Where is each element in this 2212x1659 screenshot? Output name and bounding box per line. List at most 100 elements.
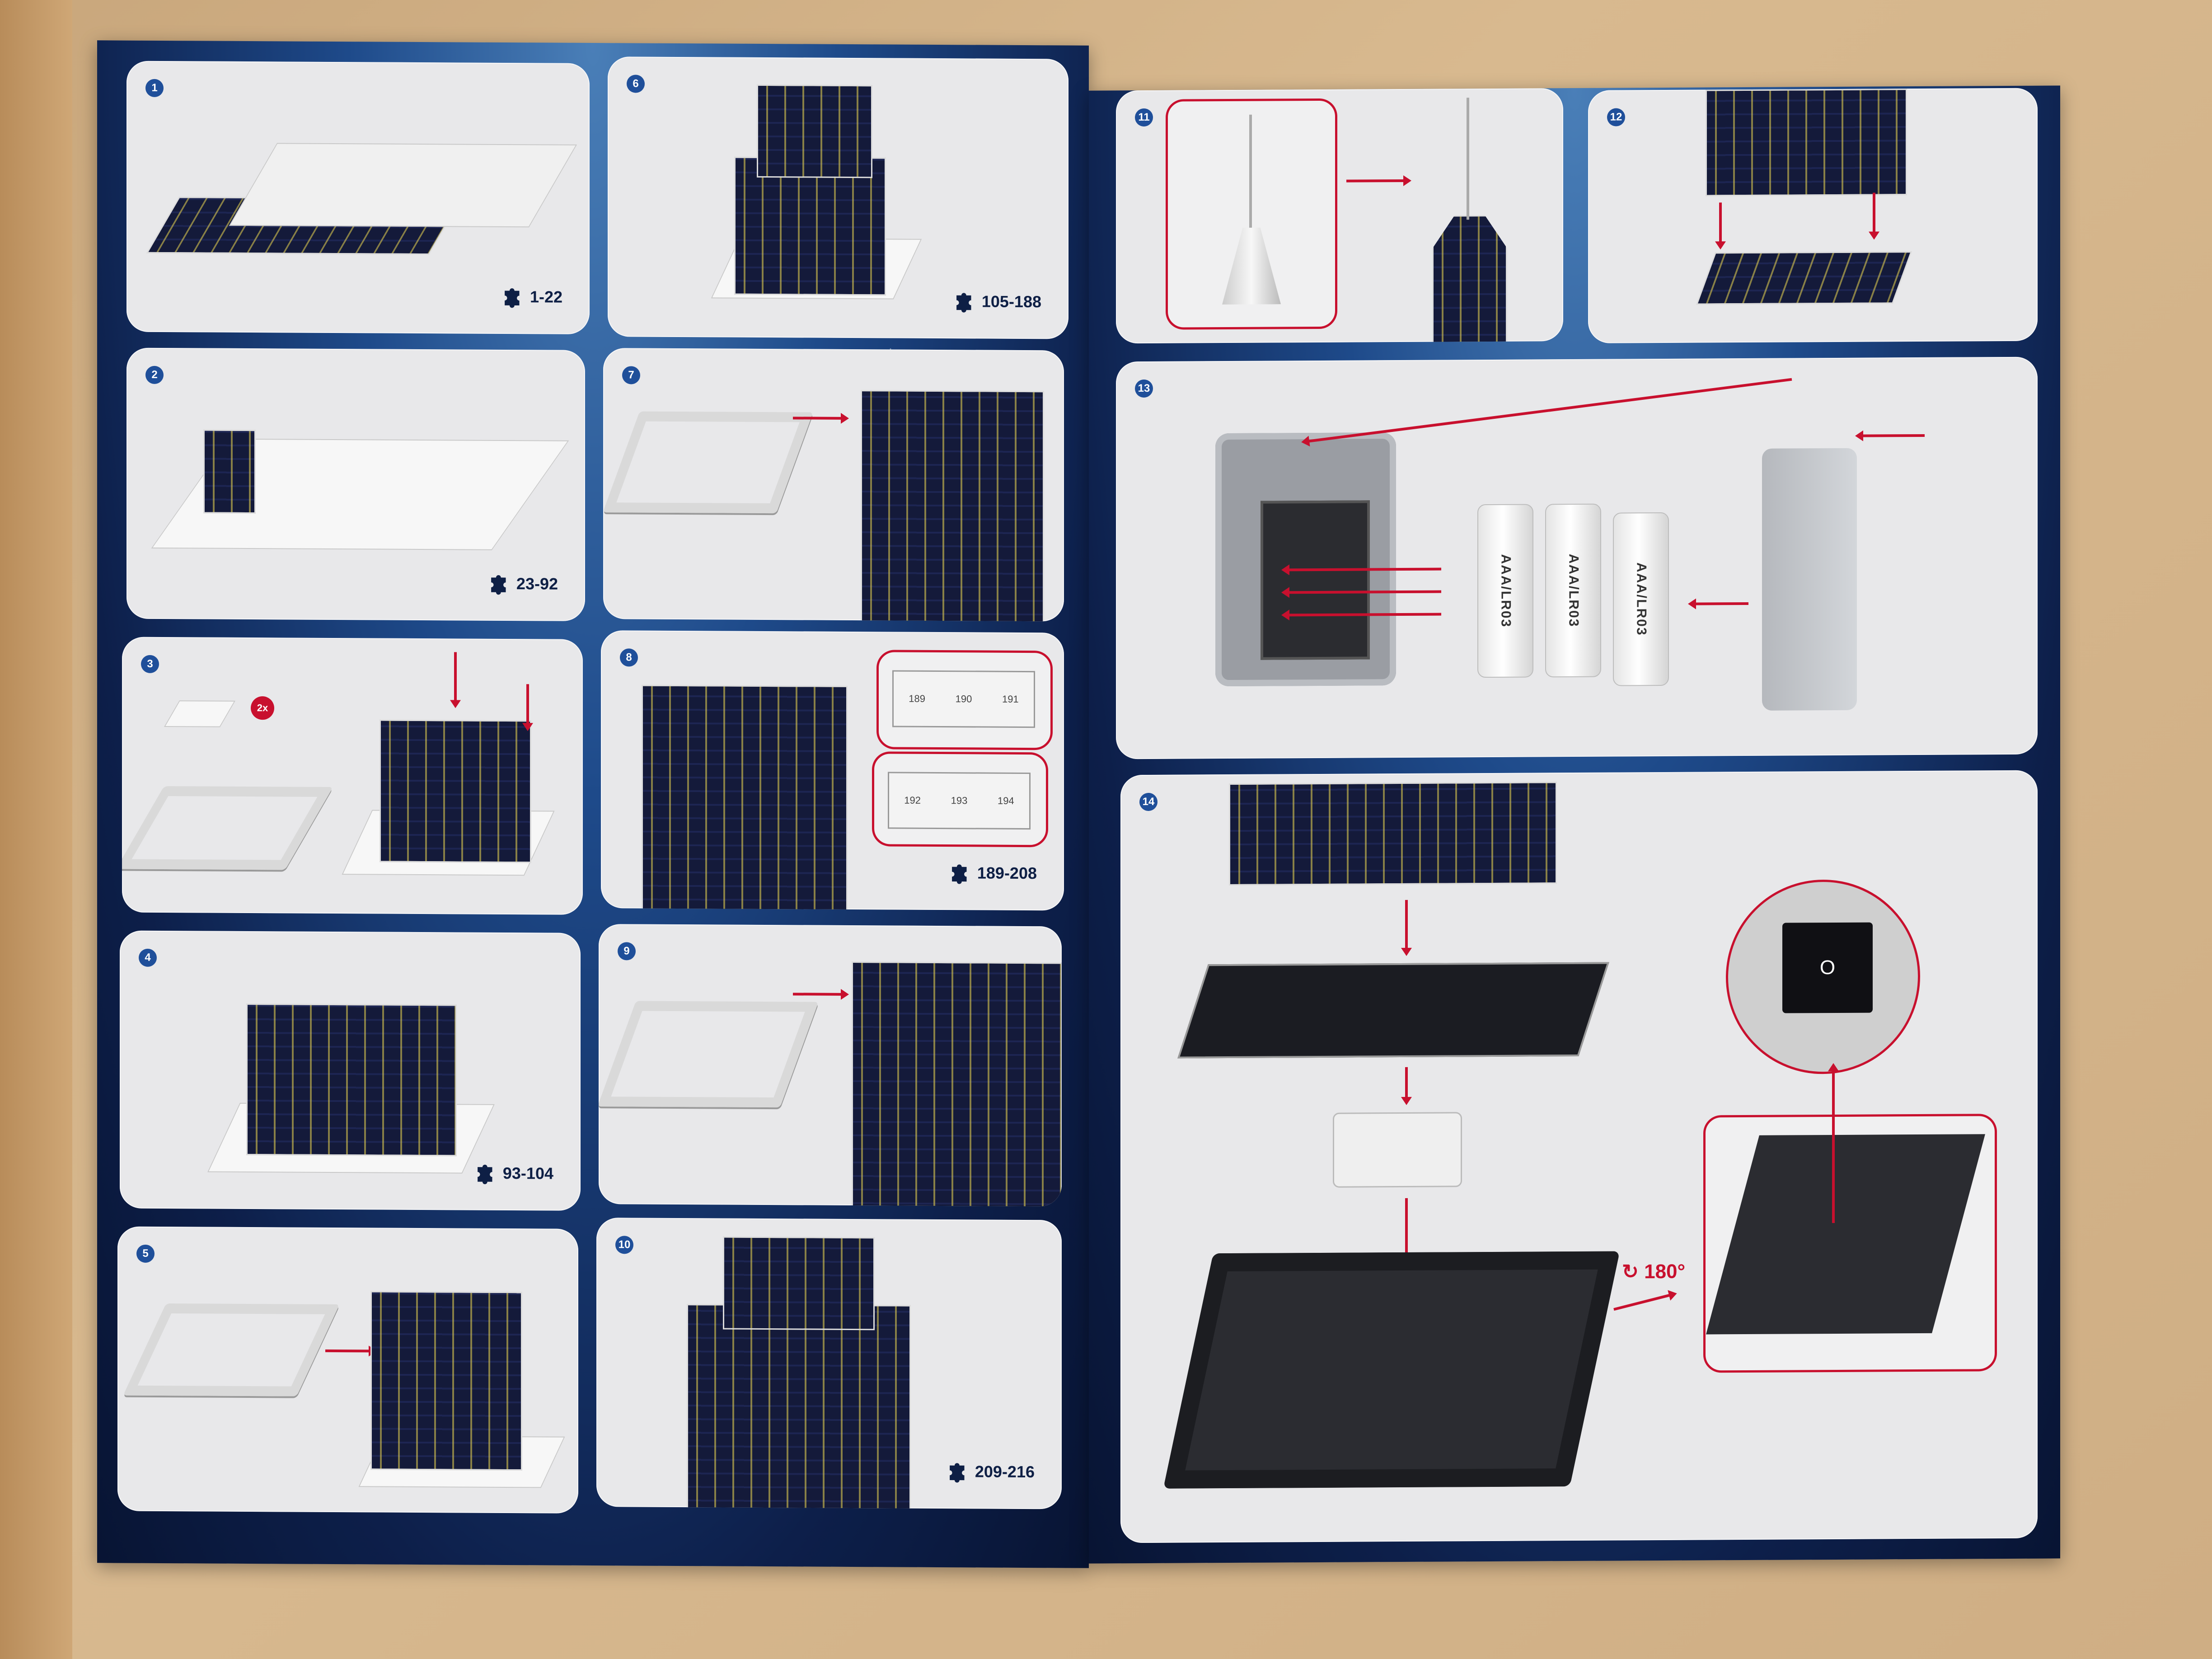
- puzzle-piece-icon: [505, 288, 520, 308]
- building-illustration: [687, 1304, 911, 1509]
- screw-arrow: [1861, 434, 1925, 437]
- building-illustration: [852, 961, 1062, 1207]
- spire-callout: [1166, 98, 1337, 330]
- assembly-arrow: [1405, 900, 1408, 950]
- frame-illustration: [603, 411, 813, 514]
- piece-range: 23-92: [487, 572, 558, 596]
- battery-lid-illustration: [1762, 448, 1857, 711]
- building-illustration: [1706, 89, 1907, 197]
- step-number: 1: [145, 79, 164, 98]
- assembly-arrow: [1346, 179, 1405, 183]
- step-8-panel: 8 189 190 191 192 193 194 189-208: [601, 630, 1064, 911]
- frame-illustration: [122, 786, 333, 870]
- piece-number: 190: [955, 693, 972, 705]
- assembly-arrow: [793, 993, 843, 996]
- base-stand-illustration: [1163, 1251, 1620, 1489]
- rotate-icon: ↻: [1622, 1261, 1639, 1283]
- step-9-panel: 9: [599, 924, 1062, 1207]
- step-number: 12: [1607, 108, 1625, 127]
- step-3-panel: 3 2x: [122, 637, 583, 915]
- building-top-illustration: [1432, 215, 1507, 344]
- step-2-panel: 2 23-92: [127, 347, 585, 621]
- battery: AAA/LR03: [1477, 504, 1533, 678]
- piece-range: 189-208: [948, 861, 1037, 886]
- puzzle-callout-upper: 189 190 191: [876, 650, 1053, 750]
- assembly-arrow: [793, 417, 843, 420]
- step-number: 4: [139, 948, 157, 967]
- puzzle-piece-icon: [956, 293, 971, 313]
- step-13-panel: 13 AAA/LR03 AAA/LR03 AAA/LR03: [1116, 356, 2038, 759]
- switch-module-illustration: [1333, 1112, 1462, 1188]
- spire-illustration: [1467, 98, 1469, 220]
- step-number: 7: [622, 366, 640, 384]
- assembly-arrow: [325, 1349, 370, 1353]
- step-number: 9: [618, 942, 636, 961]
- step-5-panel: 5: [117, 1226, 578, 1514]
- base-section-illustration: [1229, 782, 1557, 886]
- battery-arrow: [1288, 590, 1441, 594]
- puzzle-piece-icon: [477, 1164, 492, 1184]
- puzzle-piece-icon: [949, 1463, 965, 1483]
- battery-arrow: [1288, 613, 1441, 617]
- piece-number: 194: [997, 795, 1014, 806]
- piece-range: 93-104: [474, 1161, 553, 1186]
- step-number: 6: [627, 75, 645, 93]
- step-14-panel: 14 ↻ 180° O: [1120, 770, 2038, 1543]
- frame-illustration: [123, 1303, 340, 1397]
- piece-range: 105-188: [953, 289, 1041, 314]
- rotate-label: ↻ 180°: [1622, 1260, 1686, 1283]
- zoom-indicator-arrow: [1832, 1069, 1835, 1223]
- step-number: 14: [1139, 792, 1158, 811]
- left-page: 1 1-22 2 23-92 3 2x 4 93-104: [97, 40, 1089, 1568]
- building-illustration: [246, 1003, 457, 1157]
- step-7-panel: 7: [603, 348, 1064, 622]
- screw-arrow: [1307, 378, 1792, 443]
- battery: AAA/LR03: [1545, 503, 1601, 678]
- quantity-badge: 2x: [251, 696, 274, 720]
- piece-range: 1-22: [501, 285, 562, 309]
- switch-zoom-callout: O: [1726, 879, 1920, 1075]
- step-10-panel: 10 209-216: [596, 1218, 1062, 1509]
- building-illustration: [642, 684, 848, 911]
- building-illustration: [723, 1236, 875, 1331]
- underside-callout: [1703, 1114, 1997, 1373]
- step-number: 5: [136, 1244, 155, 1263]
- building-illustration: [203, 429, 256, 514]
- piece-number: 192: [904, 794, 921, 806]
- table-surface: [0, 0, 72, 1659]
- frame-illustration: [599, 1001, 819, 1108]
- lid-arrow: [1694, 602, 1748, 605]
- step-1-panel: 1 1-22: [127, 61, 590, 334]
- assembly-arrow: [1405, 1067, 1408, 1099]
- step-number: 10: [615, 1236, 633, 1254]
- step-number: 2: [145, 366, 164, 384]
- connector-piece-illustration: [164, 700, 236, 727]
- step-4-panel: 4 93-104: [120, 930, 581, 1211]
- piece-range: 209-216: [946, 1459, 1035, 1484]
- base-section-illustration: [1696, 251, 1912, 305]
- battery-arrow: [1288, 567, 1441, 572]
- insert-arrow: [1719, 202, 1722, 244]
- step-12-panel: 12: [1588, 88, 2038, 343]
- rotate-arrow: [1613, 1293, 1671, 1311]
- puzzle-piece-icon: [491, 575, 506, 595]
- lighting-plate-illustration: [1177, 962, 1609, 1059]
- building-illustration: [380, 719, 531, 863]
- piece-number: 191: [1002, 693, 1019, 705]
- insert-arrow: [1873, 192, 1875, 234]
- piece-number: 193: [951, 795, 968, 806]
- battery: AAA/LR03: [1613, 512, 1669, 686]
- puzzle-piece-icon: [951, 864, 967, 884]
- step-6-panel: 6 105-188: [608, 56, 1069, 339]
- right-page: 11 12 13 AAA/LR03 AAA/LR03 AAA/LR03: [1089, 85, 2060, 1564]
- piece-number: 189: [909, 693, 926, 704]
- step-number: 8: [620, 648, 638, 667]
- battery-box-illustration: [1215, 432, 1396, 687]
- building-illustration: [370, 1291, 522, 1471]
- step-number: 13: [1135, 379, 1153, 398]
- building-illustration: [861, 390, 1044, 622]
- step-number: 3: [141, 655, 159, 673]
- step-11-panel: 11: [1116, 88, 1563, 344]
- step-number: 11: [1135, 108, 1153, 127]
- insert-arrow: [526, 684, 529, 725]
